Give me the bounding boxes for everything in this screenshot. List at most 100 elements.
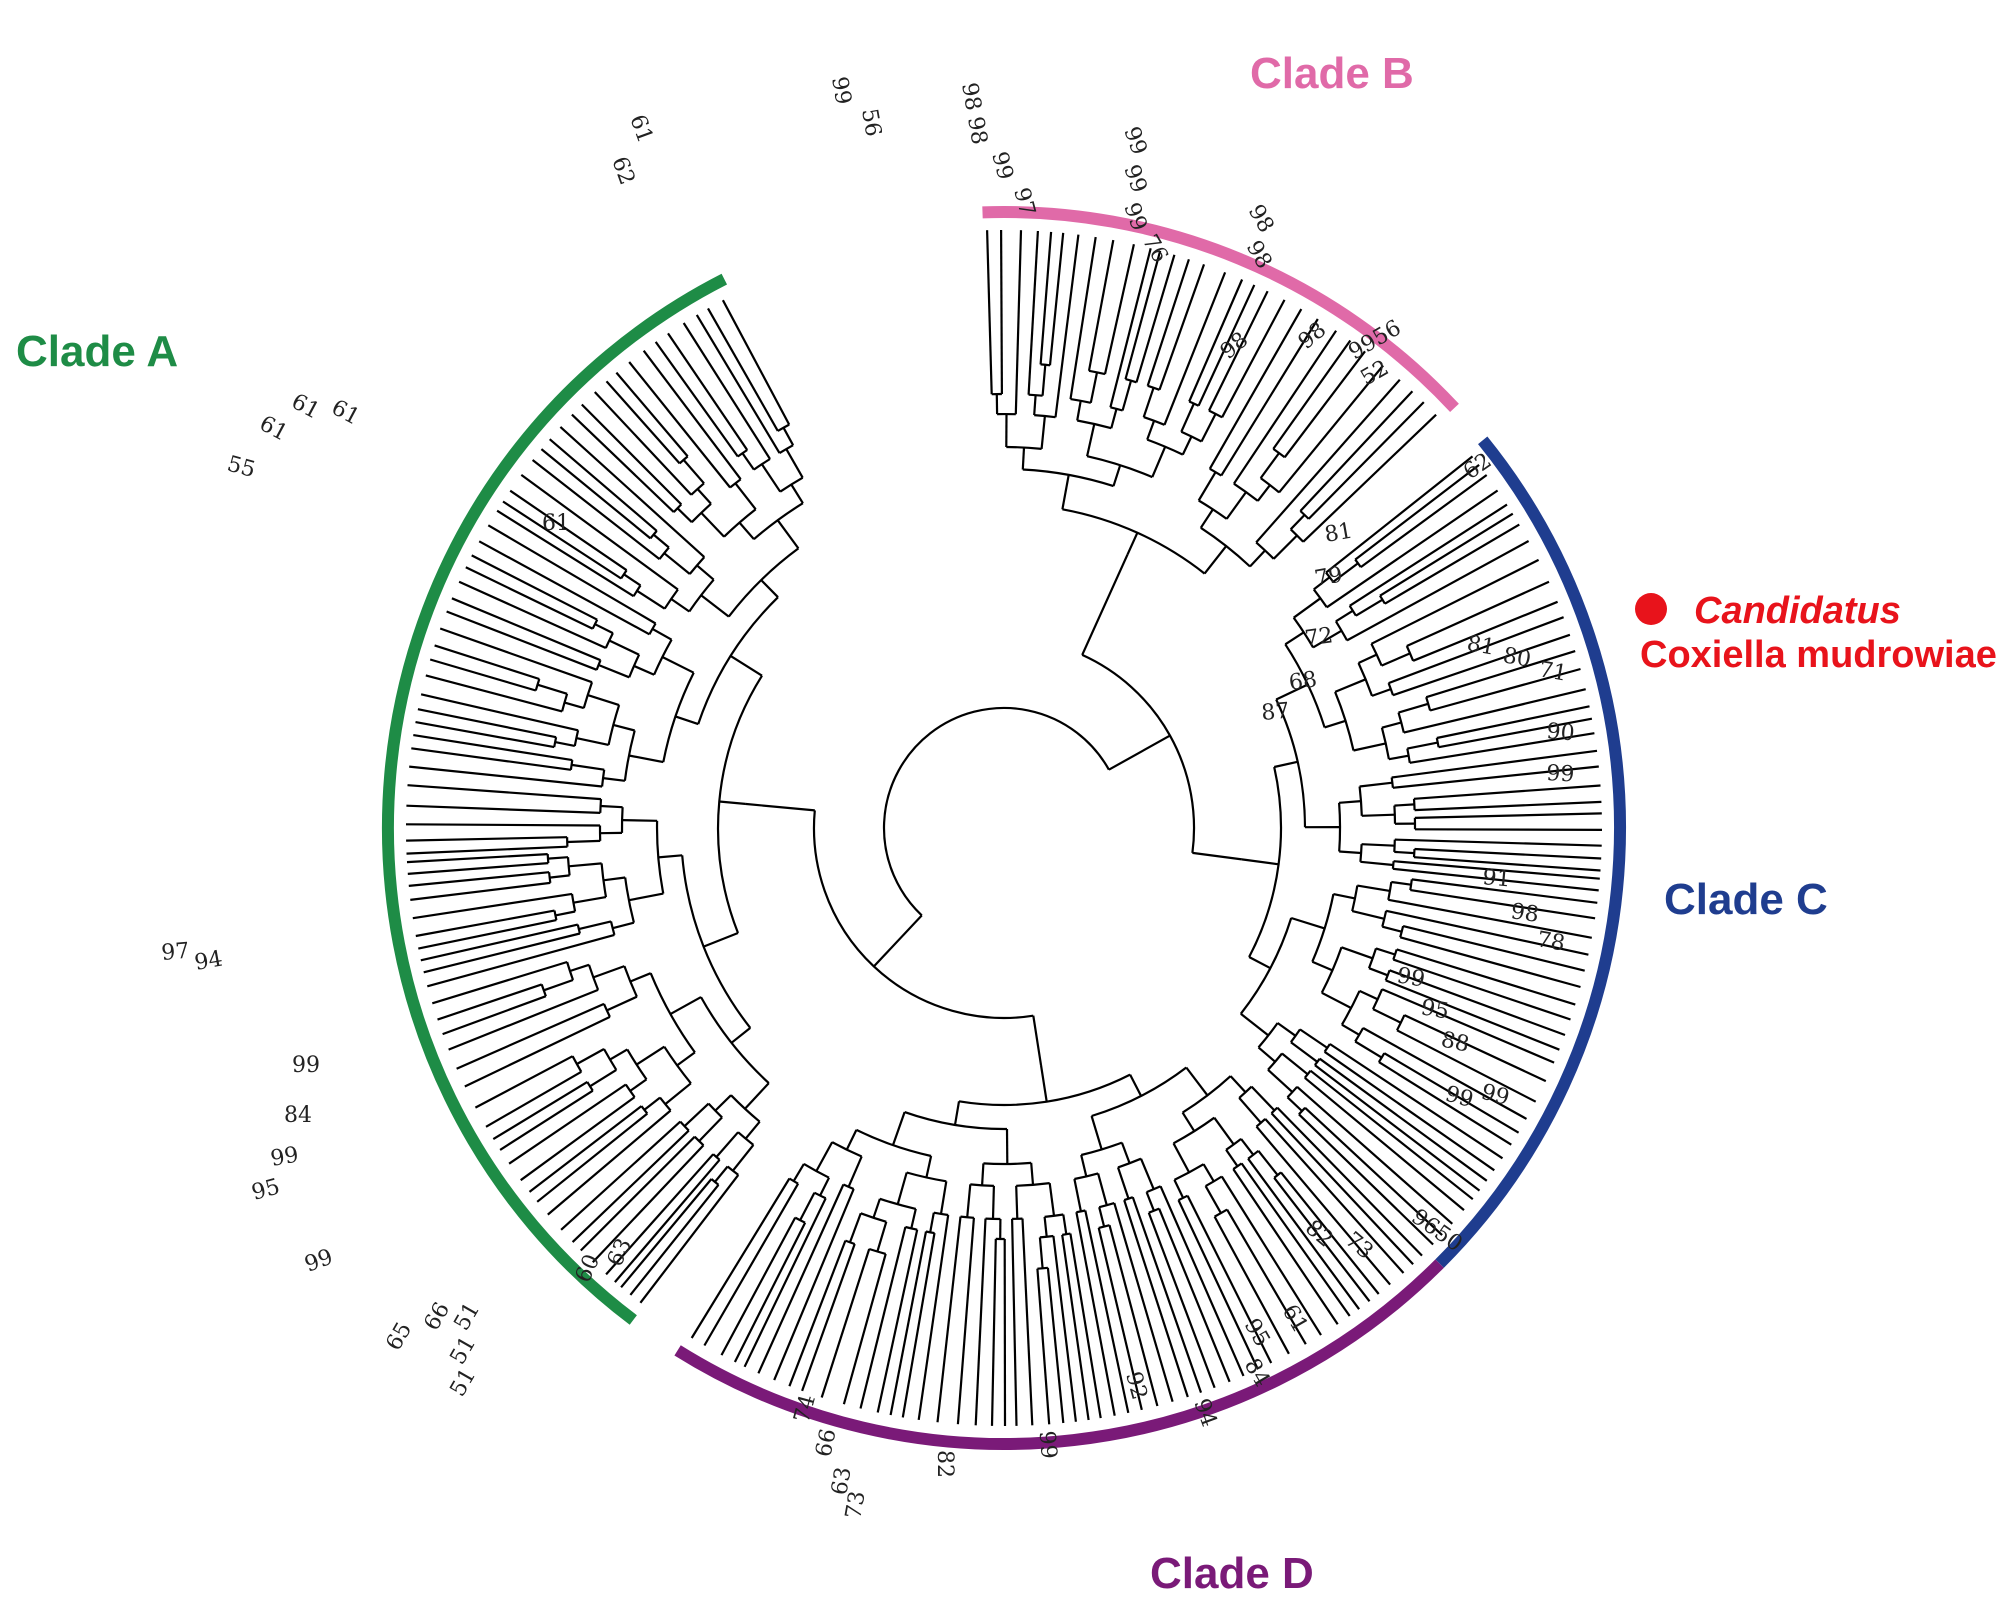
tree-branch (656, 342, 738, 457)
tree-branch (653, 629, 672, 640)
tree-branch (438, 984, 542, 1019)
tree-branch (443, 996, 546, 1034)
tree-branch (665, 1083, 691, 1104)
tree-branch (698, 489, 711, 504)
tree-branch (629, 756, 663, 763)
tree-branch (1357, 886, 1390, 891)
tree-branch (1016, 230, 1021, 414)
tree-branch (992, 1239, 996, 1426)
tree-branch (1085, 1211, 1128, 1413)
tree-branch (1234, 331, 1336, 484)
bootstrap-value: 71 (1537, 657, 1569, 686)
tree-connector (814, 810, 1033, 1018)
tree-branch (850, 1213, 861, 1242)
tree-branch (407, 854, 548, 862)
tree-branch (1114, 465, 1121, 486)
tree-branch (610, 1049, 627, 1059)
tree-branch (1395, 840, 1602, 846)
tree-branch (413, 735, 572, 760)
tree-branch (762, 464, 780, 492)
tree-branch (1354, 743, 1386, 750)
tree-branch (745, 1198, 826, 1367)
bootstrap-value: 56 (856, 107, 885, 139)
tree-branch (874, 1199, 880, 1218)
tree-branch (1199, 472, 1216, 500)
tree-branches (406, 230, 1602, 1426)
tree-branch (1050, 233, 1063, 365)
tree-branch (1410, 890, 1595, 918)
tree-branch (1123, 381, 1131, 411)
tree-branch (677, 1052, 695, 1065)
bootstrap-value: 65 (382, 1318, 418, 1355)
tree-branch (1062, 475, 1068, 509)
bootstrap-value: 95 (1419, 995, 1451, 1024)
tree-branch (1040, 1237, 1043, 1268)
tree-branch (893, 1112, 905, 1145)
tree-branch (671, 599, 689, 612)
tree-branch (926, 1156, 931, 1178)
tree-branch (786, 449, 802, 478)
tree-branch (452, 598, 601, 660)
tree-branch (820, 1178, 829, 1196)
tree-branch (654, 535, 669, 548)
tree-branch (1325, 721, 1346, 728)
tree-branch (1291, 1042, 1317, 1062)
tree-branch (406, 837, 567, 840)
tree-branch (426, 675, 562, 711)
tree-branch (1130, 1075, 1141, 1096)
tree-branch (629, 894, 663, 901)
tree-branch (1369, 968, 1388, 975)
tree-branch (406, 806, 600, 813)
tree-branch (1415, 829, 1602, 830)
tree-branch (572, 415, 674, 512)
tree-branch (911, 1209, 916, 1229)
tree-branch (609, 641, 639, 655)
bootstrap-value: 66 (1037, 1430, 1064, 1460)
tree-branch (1181, 404, 1194, 432)
tree-connector (1273, 449, 1284, 457)
bootstrap-value: 99 (1546, 761, 1575, 787)
tree-branch (1081, 1155, 1086, 1176)
bootstrap-value: 81 (1323, 518, 1355, 547)
tree-branch (1382, 927, 1401, 932)
tree-branch (579, 921, 611, 929)
tree-branch (1231, 1076, 1246, 1092)
tree-branch (630, 973, 650, 981)
tree-branch (987, 230, 992, 394)
tree-branch (733, 1145, 754, 1171)
tree-branch (1016, 1186, 1017, 1219)
tree-branch (1382, 653, 1410, 665)
tree-branch (411, 748, 571, 770)
bootstrap-value: 90 (1545, 719, 1575, 746)
bootstrap-value: 63 (603, 1235, 637, 1271)
tree-branch (567, 841, 600, 842)
tree-branch (930, 1213, 934, 1233)
bootstrap-value: 61 (327, 395, 363, 430)
bootstrap-value: 84 (284, 1103, 312, 1128)
tree-branch (1226, 1150, 1237, 1167)
tree-branch (1322, 993, 1351, 1008)
tree-branch (1204, 1164, 1214, 1181)
tree-branch (1092, 1116, 1102, 1150)
tree-branch (418, 709, 556, 737)
tree-branch (573, 897, 606, 903)
tree-branch (743, 453, 754, 469)
bootstrap-value: 82 (932, 1450, 957, 1478)
tree-branch (538, 685, 568, 694)
tree-branch (701, 595, 729, 616)
tree-branch (644, 1098, 660, 1110)
tree-branch (1394, 804, 1414, 805)
tree-branch (577, 1049, 604, 1064)
tree-branch (800, 1193, 814, 1221)
tree-branch (1350, 505, 1507, 606)
tree-branch (410, 883, 550, 900)
tree-branch (1206, 1186, 1221, 1213)
tree-branch (1415, 813, 1602, 818)
tree-branch (1326, 456, 1473, 572)
bootstrap-value: 98 (956, 81, 985, 113)
tree-branch (1268, 1070, 1292, 1092)
tree-branch (1372, 689, 1391, 696)
tree-branch (697, 565, 714, 579)
tree-branch (607, 381, 680, 463)
tree-branch (1147, 1192, 1154, 1211)
